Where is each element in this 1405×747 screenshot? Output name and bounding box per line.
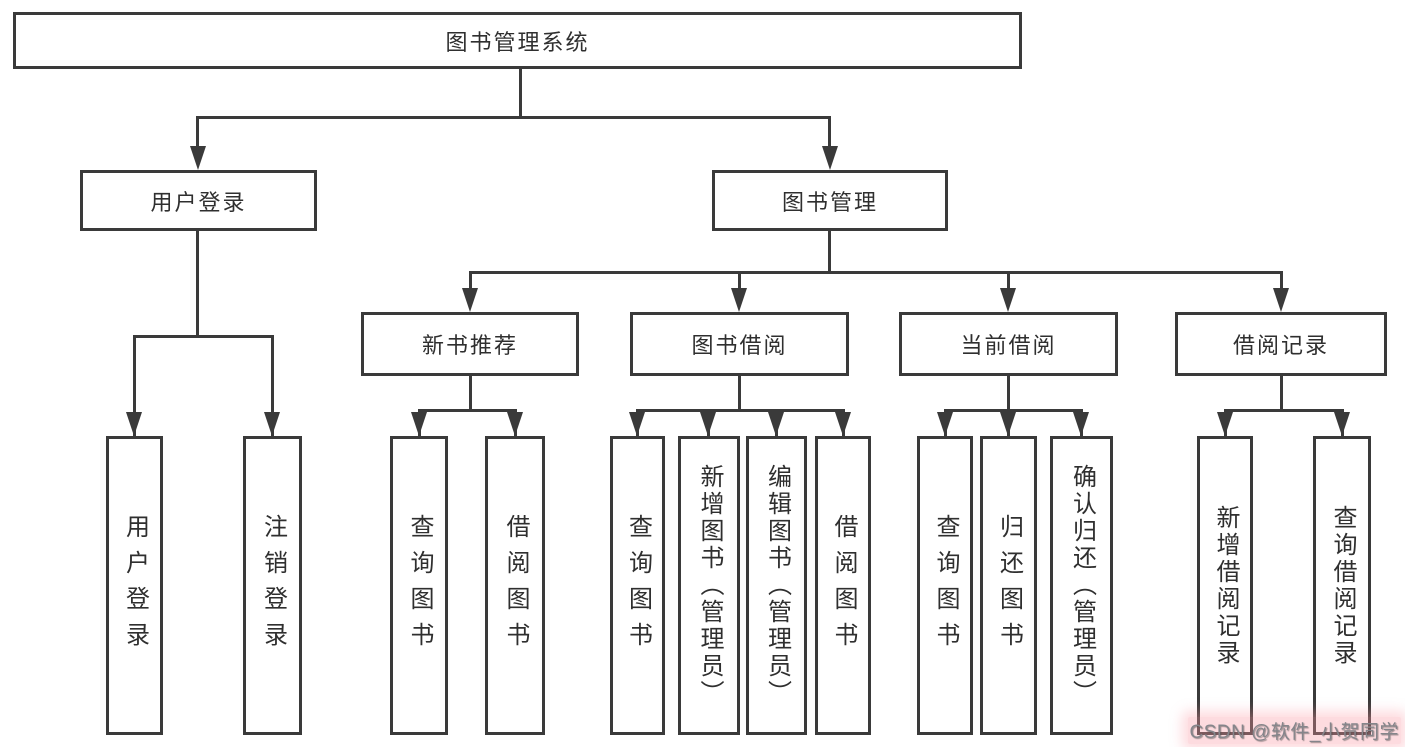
node-borrowing-records-label: 借阅记录 bbox=[1232, 333, 1329, 358]
leaf-query-books-borrowing: 查询图书 bbox=[610, 436, 665, 735]
connector-line bbox=[738, 376, 741, 412]
connector-arrowhead bbox=[1000, 412, 1016, 436]
leaf-logout-label: 注销登录 bbox=[259, 513, 287, 658]
node-new-books-label: 新书推荐 bbox=[421, 333, 518, 358]
connector-line bbox=[944, 409, 1083, 412]
connector-arrowhead bbox=[462, 288, 478, 312]
connector-line bbox=[519, 69, 522, 119]
connector-line bbox=[1224, 409, 1344, 412]
leaf-edit-books-admin-label: 编辑图书（管理员） bbox=[763, 464, 791, 707]
connector-line bbox=[133, 335, 274, 338]
connector-arrowhead bbox=[822, 146, 838, 170]
connector-line bbox=[1007, 376, 1010, 412]
node-user-login-label: 用户登录 bbox=[150, 189, 247, 215]
connector-line bbox=[636, 409, 845, 412]
leaf-add-books-admin: 新增图书（管理员） bbox=[678, 436, 740, 735]
connector-line bbox=[469, 271, 472, 291]
leaf-user-login-label: 用户登录 bbox=[121, 513, 149, 658]
connector-arrowhead bbox=[411, 412, 427, 436]
root-node-label: 图书管理系统 bbox=[445, 29, 590, 55]
connector-line bbox=[469, 376, 472, 412]
connector-arrowhead bbox=[126, 412, 142, 436]
connector-line bbox=[196, 116, 831, 119]
leaf-add-borrow-record-label: 新增借阅记录 bbox=[1212, 504, 1239, 667]
connector-arrowhead bbox=[1073, 412, 1089, 436]
connector-arrowhead bbox=[700, 412, 716, 436]
connector-line bbox=[738, 271, 741, 291]
connector-line bbox=[1280, 376, 1283, 412]
leaf-borrow-books-borrowing-label: 借阅图书 bbox=[830, 513, 857, 658]
leaf-query-books-newbooks-label: 查询图书 bbox=[406, 513, 433, 658]
connector-arrowhead bbox=[731, 288, 747, 312]
connector-line bbox=[418, 409, 517, 412]
root-node: 图书管理系统 bbox=[13, 12, 1022, 69]
node-borrowing-records: 借阅记录 bbox=[1175, 312, 1387, 376]
connector-line bbox=[271, 335, 274, 436]
connector-line bbox=[828, 116, 831, 150]
leaf-query-borrow-record: 查询借阅记录 bbox=[1313, 436, 1371, 735]
connector-line bbox=[133, 335, 136, 436]
leaf-query-borrow-record-label: 查询借阅记录 bbox=[1329, 504, 1356, 667]
leaf-add-borrow-record: 新增借阅记录 bbox=[1197, 436, 1253, 735]
leaf-edit-books-admin: 编辑图书（管理员） bbox=[746, 436, 807, 735]
connector-arrowhead bbox=[768, 412, 784, 436]
connector-line bbox=[828, 231, 831, 274]
leaf-borrow-books-newbooks: 借阅图书 bbox=[485, 436, 545, 735]
leaf-query-books-current: 查询图书 bbox=[917, 436, 973, 735]
connector-arrowhead bbox=[190, 146, 206, 170]
connector-line bbox=[196, 231, 199, 338]
connector-arrowhead bbox=[629, 412, 645, 436]
node-current-borrowing: 当前借阅 bbox=[899, 312, 1118, 376]
connector-arrowhead bbox=[1217, 412, 1233, 436]
leaf-borrow-books-newbooks-label: 借阅图书 bbox=[502, 513, 529, 658]
connector-arrowhead bbox=[1273, 288, 1289, 312]
leaf-return-books: 归还图书 bbox=[980, 436, 1037, 735]
leaf-borrow-books-borrowing: 借阅图书 bbox=[815, 436, 871, 735]
node-book-borrowing-label: 图书借阅 bbox=[691, 333, 788, 358]
node-book-borrowing: 图书借阅 bbox=[630, 312, 849, 376]
connector-arrowhead bbox=[937, 412, 953, 436]
node-current-borrowing-label: 当前借阅 bbox=[960, 333, 1057, 358]
connector-line bbox=[1007, 271, 1010, 291]
connector-arrowhead bbox=[1000, 288, 1016, 312]
leaf-query-books-newbooks: 查询图书 bbox=[390, 436, 448, 735]
connector-arrowhead bbox=[835, 412, 851, 436]
connector-arrowhead bbox=[1334, 412, 1350, 436]
node-new-books: 新书推荐 bbox=[361, 312, 579, 376]
node-book-management-label: 图书管理 bbox=[781, 189, 878, 215]
leaf-return-books-label: 归还图书 bbox=[995, 513, 1023, 658]
leaf-query-books-borrowing-label: 查询图书 bbox=[624, 513, 652, 658]
connector-arrowhead bbox=[507, 412, 523, 436]
csdn-watermark: CSDN @软件_小贺同学 bbox=[1187, 717, 1401, 744]
leaf-user-login: 用户登录 bbox=[106, 436, 163, 735]
leaf-logout: 注销登录 bbox=[243, 436, 302, 735]
connector-arrowhead bbox=[264, 412, 280, 436]
leaf-add-books-admin-label: 新增图书（管理员） bbox=[696, 464, 723, 707]
node-book-management: 图书管理 bbox=[712, 170, 948, 231]
node-user-login: 用户登录 bbox=[80, 170, 317, 231]
leaf-confirm-return-admin-label: 确认归还（管理员） bbox=[1068, 464, 1096, 707]
leaf-query-books-current-label: 查询图书 bbox=[932, 513, 959, 658]
connector-line bbox=[469, 271, 1283, 274]
leaf-confirm-return-admin: 确认归还（管理员） bbox=[1050, 436, 1113, 735]
connector-line bbox=[1280, 271, 1283, 291]
connector-line bbox=[196, 116, 199, 150]
